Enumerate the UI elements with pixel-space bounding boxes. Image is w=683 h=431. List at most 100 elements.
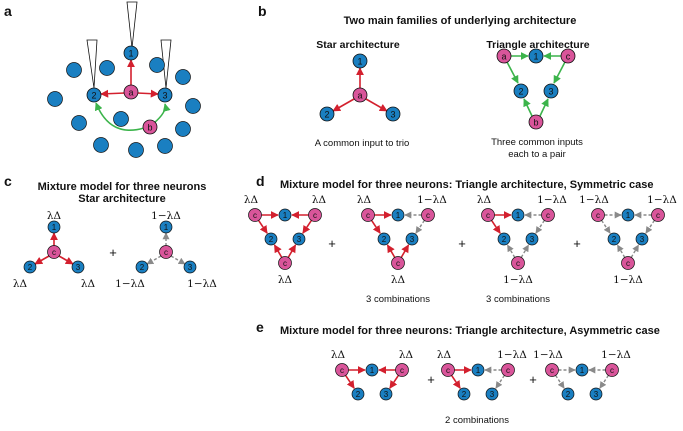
edge <box>344 374 355 389</box>
input-c-right: c <box>501 363 515 377</box>
weight-bottom: 1−λΔ <box>613 274 643 286</box>
c-on-neuron-1: 1 <box>47 220 61 234</box>
edge <box>415 220 425 234</box>
star-input-a: a <box>352 87 368 103</box>
svg-text:1: 1 <box>164 223 169 232</box>
neuron-1: 1 <box>621 208 635 222</box>
panel-d-title: Mixture model for three neurons: Triangl… <box>280 179 654 191</box>
input-c-bottom: c <box>391 256 405 270</box>
svg-text:2: 2 <box>612 235 617 244</box>
c-weight-right: λΔ <box>81 278 96 290</box>
svg-text:c: c <box>596 211 600 220</box>
input-c-right: c <box>541 208 555 222</box>
edge <box>555 375 565 389</box>
panel-c-title-2: Star architecture <box>78 193 165 205</box>
svg-text:3: 3 <box>390 110 395 120</box>
weight-right: 1−λΔ <box>497 349 527 361</box>
panel-b-title: Two main families of underlying architec… <box>344 15 577 27</box>
svg-text:c: c <box>656 211 660 220</box>
edge <box>520 244 530 258</box>
svg-text:1: 1 <box>283 211 288 220</box>
c-off-input-c: c <box>159 245 173 259</box>
edge <box>273 244 283 258</box>
c-weight-left: λΔ <box>13 278 28 290</box>
neuron-3: 3 <box>157 87 173 103</box>
svg-text:3: 3 <box>384 390 389 399</box>
edge <box>645 220 655 234</box>
svg-text:c: c <box>52 248 56 257</box>
d-combos-1: 3 combinations <box>366 294 430 305</box>
svg-text:c: c <box>566 52 571 62</box>
input-c-left: c <box>481 208 495 222</box>
star-neuron-3: 3 <box>385 106 401 122</box>
edge <box>535 220 545 234</box>
d-plus-2: + <box>458 236 466 251</box>
c-weight-right-off: 1−λΔ <box>187 278 217 290</box>
e-plus-1: + <box>427 372 435 387</box>
svg-text:c: c <box>366 211 370 220</box>
weight-right: λΔ <box>399 349 414 361</box>
input-c-left: c <box>335 363 349 377</box>
edge <box>616 244 626 258</box>
triangle-neuron-1: 1 <box>528 48 544 64</box>
neuron-1: 1 <box>575 363 589 377</box>
c-weight-left-off: 1−λΔ <box>115 278 145 290</box>
edge <box>630 244 640 258</box>
weight-left: λΔ <box>437 349 452 361</box>
svg-text:c: c <box>340 366 344 375</box>
neuron-1: 1 <box>471 363 485 377</box>
svg-text:2: 2 <box>518 87 523 97</box>
svg-text:1: 1 <box>516 211 521 220</box>
weight-left: λΔ <box>357 194 372 206</box>
panel-a-label: a <box>4 3 12 19</box>
weight-left: 1−λΔ <box>533 349 563 361</box>
svg-text:1: 1 <box>52 223 57 232</box>
weight-left: λΔ <box>331 349 346 361</box>
input-c-right: c <box>308 208 322 222</box>
edge <box>389 374 400 389</box>
neuron-3: 3 <box>525 232 539 246</box>
weight-left: λΔ <box>244 194 259 206</box>
svg-text:c: c <box>400 366 404 375</box>
edge <box>386 244 396 258</box>
svg-text:1: 1 <box>357 57 362 67</box>
d-plus-3: + <box>573 236 581 251</box>
svg-text:1: 1 <box>396 211 401 220</box>
svg-text:c: c <box>253 211 257 220</box>
electrode-center <box>126 1 138 49</box>
c-off-neuron-3: 3 <box>183 260 197 274</box>
neuron-2: 2 <box>457 387 471 401</box>
weight-right: 1−λΔ <box>537 194 567 206</box>
triangle-neuron-2: 2 <box>513 83 529 99</box>
e-plus-2: + <box>529 372 537 387</box>
star-neuron-1: 1 <box>352 53 368 69</box>
star-caption: A common input to trio <box>315 138 410 149</box>
c-plus: + <box>109 245 117 260</box>
input-c-right: c <box>421 208 435 222</box>
neuron-1: 1 <box>278 208 292 222</box>
input-b: b <box>142 119 158 135</box>
svg-text:c: c <box>486 211 490 220</box>
triangle-input-c: c <box>560 48 576 64</box>
panel-e-title: Mixture model for three neurons: Triangl… <box>280 325 660 337</box>
svg-text:a: a <box>128 88 133 98</box>
svg-text:3: 3 <box>410 235 415 244</box>
svg-text:c: c <box>610 366 614 375</box>
input-c-right: c <box>605 363 619 377</box>
edge <box>490 219 501 234</box>
svg-text:3: 3 <box>162 91 167 101</box>
svg-text:3: 3 <box>76 263 81 272</box>
neuron-3: 3 <box>379 387 393 401</box>
input-c-left: c <box>545 363 559 377</box>
triangle-neuron-3: 3 <box>543 83 559 99</box>
weight-bottom: λΔ <box>391 274 406 286</box>
weight-left: λΔ <box>477 194 492 206</box>
svg-text:c: c <box>283 259 287 268</box>
svg-text:2: 2 <box>566 390 571 399</box>
